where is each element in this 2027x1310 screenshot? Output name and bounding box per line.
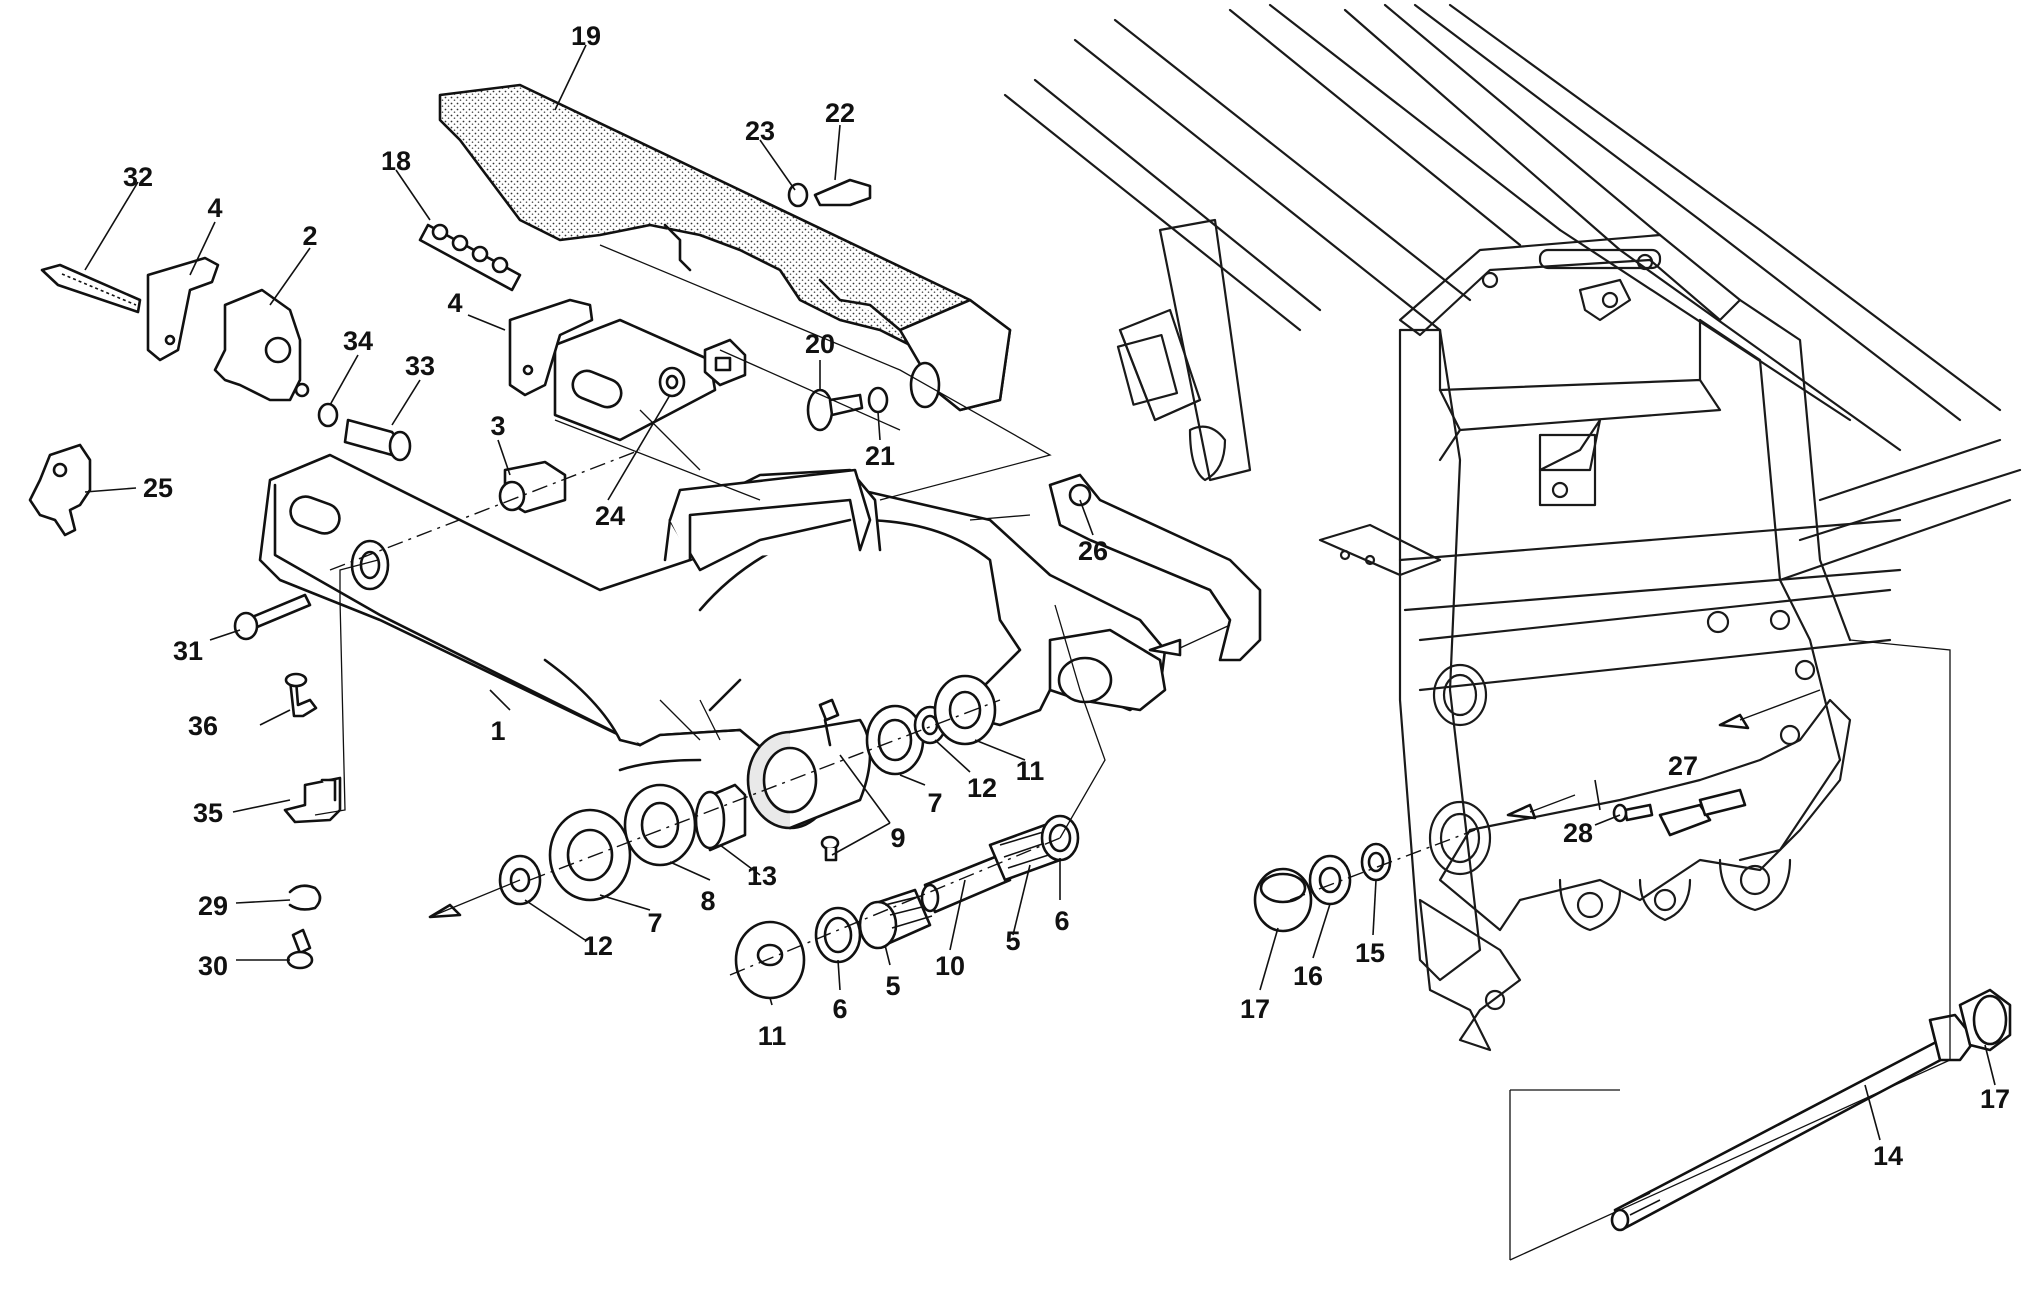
callout-17-left: 17: [1240, 994, 1270, 1024]
callout-4-right: 4: [447, 288, 462, 318]
callout-6-right: 6: [1054, 906, 1069, 936]
guard-fasteners: [658, 178, 889, 432]
callout-8: 8: [700, 886, 715, 916]
callout-20: 20: [805, 329, 835, 359]
callout-26: 26: [1078, 536, 1108, 566]
frame: [1003, 3, 2022, 1052]
callout-25: 25: [143, 473, 173, 503]
callout-5-right: 5: [1005, 926, 1020, 956]
assembly-guides: [314, 244, 1951, 1261]
callout-21: 21: [865, 441, 895, 471]
callout-numbers: 19 32 4 2 18 23 22 4 34 33 3 24 20 21 25…: [123, 21, 2010, 1171]
callout-30: 30: [198, 951, 228, 981]
callout-28: 28: [1563, 818, 1593, 848]
spacer-sleeve: [498, 460, 567, 514]
callout-29: 29: [198, 891, 228, 921]
callout-27: 27: [1668, 751, 1698, 781]
chain-guard: [438, 83, 1012, 412]
callout-14: 14: [1873, 1141, 1903, 1171]
callout-5-left: 5: [885, 971, 900, 1001]
callout-35: 35: [193, 798, 223, 828]
axle-block: [553, 318, 747, 442]
callout-1: 1: [490, 716, 505, 746]
callout-18: 18: [381, 146, 411, 176]
chain-slider: [1048, 473, 1262, 662]
callout-19: 19: [571, 21, 601, 51]
adjuster-plate-right: [508, 298, 594, 397]
callout-4-left: 4: [207, 193, 222, 223]
callout-12-left: 12: [583, 931, 613, 961]
pivot-hardware: [498, 674, 1080, 1000]
callout-16: 16: [1293, 961, 1323, 991]
chain-adjuster-left: [40, 256, 412, 641]
callout-32: 32: [123, 162, 153, 192]
callout-6-left: 6: [832, 994, 847, 1024]
callout-9: 9: [890, 823, 905, 853]
callout-33: 33: [405, 351, 435, 381]
callout-22: 22: [825, 98, 855, 128]
clip-bracket: [28, 443, 92, 537]
callout-7-left: 7: [647, 908, 662, 938]
callout-17-right: 17: [1980, 1084, 2010, 1114]
chain-links: [418, 223, 522, 292]
callout-3: 3: [490, 411, 505, 441]
callout-24: 24: [595, 501, 625, 531]
callout-15: 15: [1355, 938, 1385, 968]
clamp-hardware: [283, 672, 342, 970]
callout-2: 2: [302, 221, 317, 251]
callout-36: 36: [188, 711, 218, 741]
callout-10: 10: [935, 951, 965, 981]
callout-7-right: 7: [927, 788, 942, 818]
callout-11-left: 11: [758, 1021, 787, 1051]
callout-12-right: 12: [967, 773, 997, 803]
callout-31: 31: [173, 636, 203, 666]
callout-11-right: 11: [1016, 756, 1045, 786]
leader-lines: [84, 44, 1996, 1141]
pivot-nut-group: [1253, 788, 1747, 933]
callout-13: 13: [747, 861, 777, 891]
callout-23: 23: [745, 116, 775, 146]
callout-34: 34: [343, 326, 373, 356]
